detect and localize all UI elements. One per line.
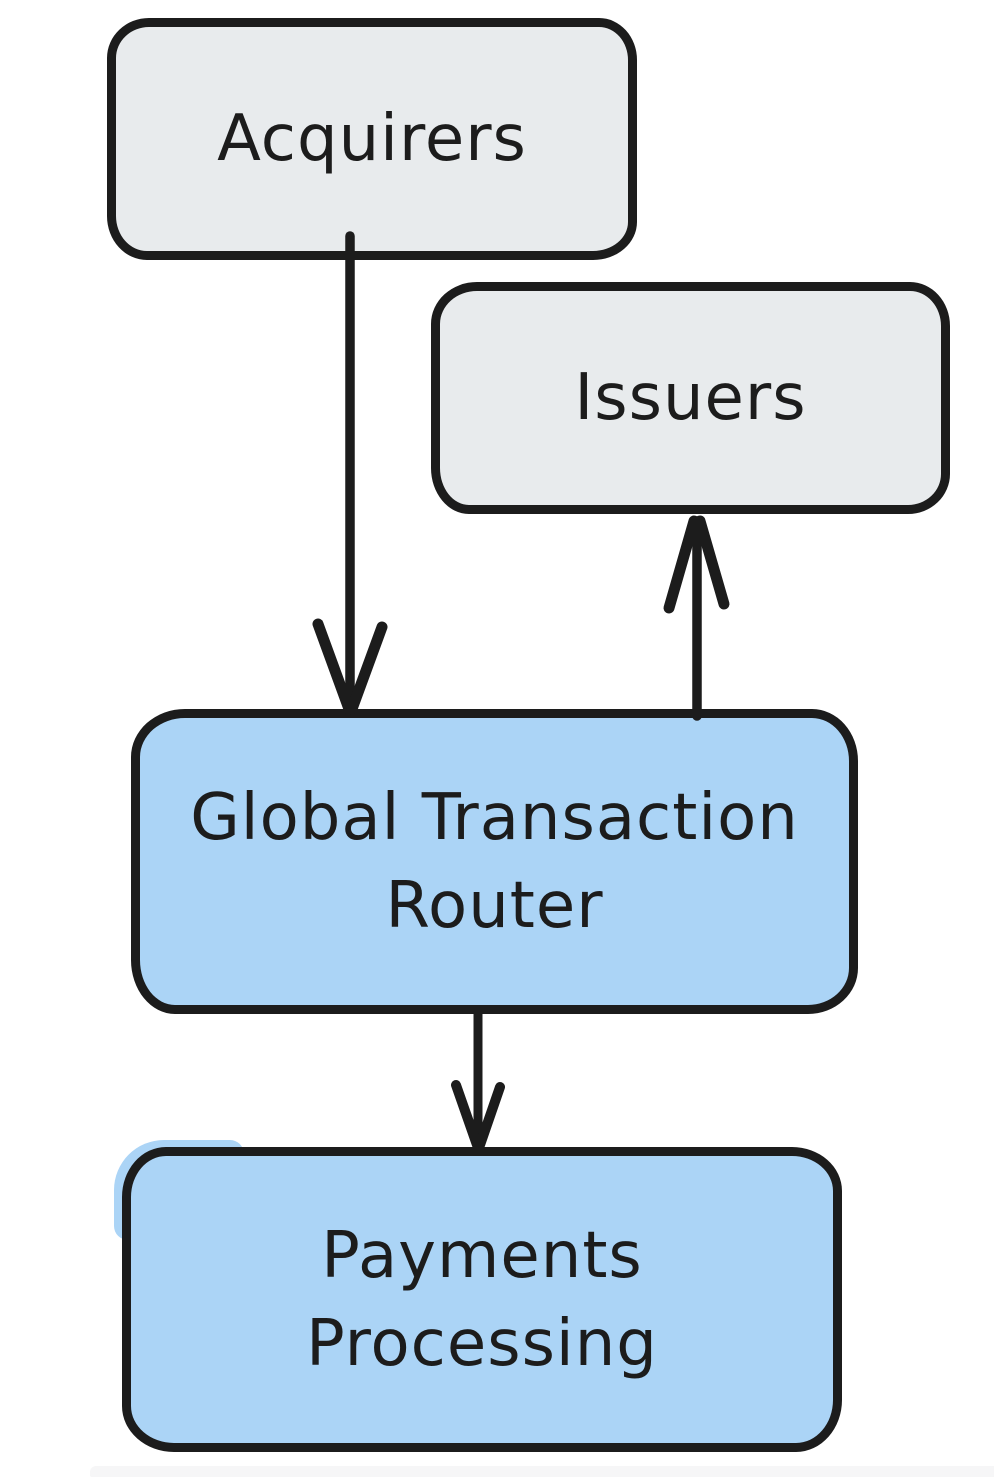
bottom-edge-band <box>90 1466 994 1477</box>
node-acquirers: Acquirers <box>107 18 637 260</box>
arrow-router-to-issuers-head-right <box>694 515 730 610</box>
arrow-acquirers-to-router-head-right <box>346 621 388 715</box>
arrow-router-to-issuers-head-left <box>663 515 700 614</box>
node-global-transaction-router: Global Transaction Router <box>131 709 858 1014</box>
node-payments-label-line2: Processing <box>306 1306 658 1381</box>
node-payments-processing: Payments Processing <box>122 1147 842 1452</box>
arrow-router-to-payments <box>451 1008 505 1150</box>
node-issuers-label: Issuers <box>574 361 807 435</box>
arrow-acquirers-to-router <box>312 231 388 715</box>
arrow-acquirers-to-router-head-left <box>312 618 355 715</box>
arrow-router-to-issuers <box>663 515 730 721</box>
arrow-router-to-payments-head-right <box>475 1082 505 1150</box>
arrow-router-to-payments-head-left <box>451 1080 482 1150</box>
node-router-label-line2: Router <box>385 868 604 943</box>
node-router-label-line1: Global Transaction <box>190 780 799 855</box>
node-payments-label-line1: Payments <box>321 1218 643 1293</box>
node-acquirers-label: Acquirers <box>217 102 527 176</box>
node-issuers: Issuers <box>431 282 950 514</box>
